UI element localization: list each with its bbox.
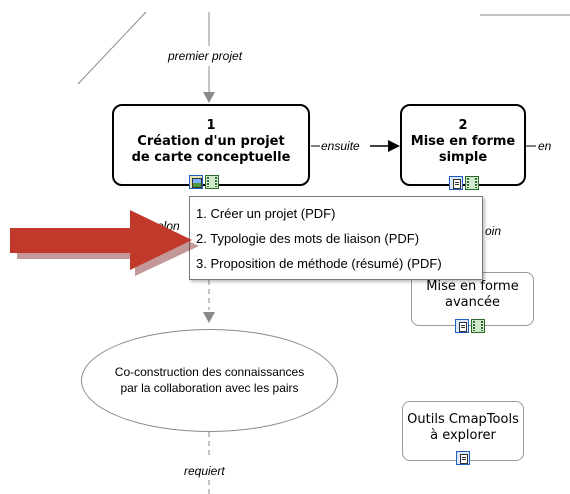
arrowhead-to-c2 bbox=[388, 140, 400, 152]
concept-co-construction[interactable]: Co-construction des connaissances par la… bbox=[81, 329, 338, 432]
concept-outils-cmaptools[interactable]: Outils CmapTools à explorer bbox=[402, 401, 524, 461]
resource-icons-c1 bbox=[189, 175, 219, 189]
concept-creation-projet[interactable]: 1 Création d'un projet de carte conceptu… bbox=[112, 104, 310, 186]
resource-icons-c3 bbox=[455, 319, 485, 333]
resource-popup-menu: 1. Créer un projet (PDF) 2. Typologie de… bbox=[189, 196, 483, 280]
link-label-premier-projet: premier projet bbox=[168, 49, 243, 63]
concept-title-line: à explorer bbox=[430, 428, 496, 443]
document-icon[interactable] bbox=[449, 176, 463, 190]
concept-mise-en-forme-avancee[interactable]: Mise en forme avancée bbox=[411, 272, 534, 326]
video-icon[interactable] bbox=[465, 176, 479, 190]
resource-icons-c2 bbox=[449, 176, 479, 190]
video-icon[interactable] bbox=[471, 319, 485, 333]
menu-item-creer-projet[interactable]: 1. Créer un projet (PDF) bbox=[196, 206, 336, 221]
concept-title-line: Création d'un projet bbox=[137, 134, 285, 149]
concept-title-line: simple bbox=[438, 150, 488, 165]
concept-number: 2 bbox=[458, 118, 468, 133]
concept-number: 1 bbox=[206, 118, 216, 133]
concept-title-line: avancée bbox=[444, 295, 500, 310]
concept-title-line: Mise en forme bbox=[410, 134, 516, 149]
diagonal-link-line bbox=[77, 11, 147, 85]
link-label-ensuite-2: en bbox=[538, 139, 552, 153]
link-label-besoin: oin bbox=[485, 224, 502, 238]
document-icon[interactable] bbox=[455, 319, 469, 333]
concept-title-line: Co-construction des connaissances bbox=[114, 365, 305, 379]
video-icon[interactable] bbox=[205, 175, 219, 189]
image-icon[interactable] bbox=[189, 175, 203, 189]
arrowhead-to-c1 bbox=[203, 92, 215, 103]
link-label-requiert: requiert bbox=[184, 464, 225, 478]
concept-mise-en-forme-simple[interactable]: 2 Mise en forme simple bbox=[400, 104, 526, 186]
resource-icons-c5 bbox=[456, 451, 470, 465]
concept-title-line: par la collaboration avec les pairs bbox=[120, 381, 299, 395]
concept-title-line: Outils CmapTools bbox=[407, 412, 519, 427]
concept-title-line: Mise en forme bbox=[426, 279, 519, 294]
link-label-ensuite: ensuite bbox=[321, 139, 360, 153]
menu-item-typologie[interactable]: 2. Typologie des mots de liaison (PDF) bbox=[196, 231, 420, 246]
concept-title-line: de carte conceptuelle bbox=[131, 150, 291, 165]
arrowhead-to-c4 bbox=[203, 312, 215, 323]
menu-item-proposition[interactable]: 3. Proposition de méthode (résumé) (PDF) bbox=[196, 256, 442, 271]
document-icon[interactable] bbox=[456, 451, 470, 465]
